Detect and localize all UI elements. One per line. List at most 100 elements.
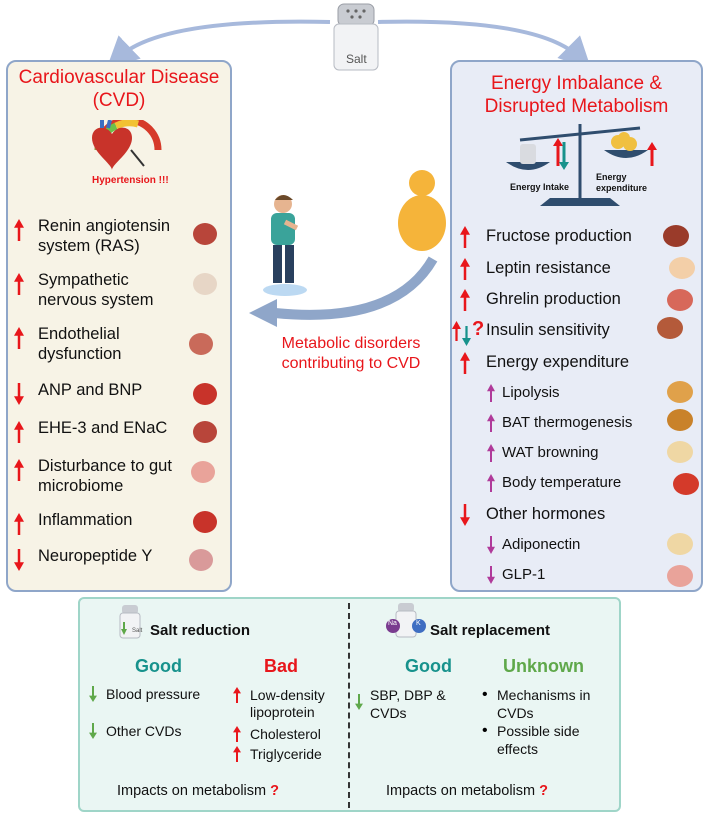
energy-intake-label: Energy Intake xyxy=(510,182,570,192)
small-salt-label-1: Salt xyxy=(132,628,143,634)
cvd-increase-arrow-icon xyxy=(14,327,24,354)
kidney-icon xyxy=(190,220,220,253)
heart-icon xyxy=(190,508,220,541)
bad-increase-arrow-icon xyxy=(233,726,241,747)
obese-person-icon xyxy=(395,168,450,258)
replacement-good-item: SBP, DBP & xyxy=(370,687,446,703)
metabolic-to-cvd-arrow xyxy=(249,256,438,327)
hormone-label: GLP-1 xyxy=(502,566,546,583)
energy-sub-label: Lipolysis xyxy=(502,384,560,401)
bullet-icon: • xyxy=(482,722,488,739)
metabolism-increase-arrow-icon xyxy=(460,289,470,316)
replacement-good-item: CVDs xyxy=(370,705,407,721)
adipose-icon xyxy=(664,530,696,563)
insulin-down-arrow-icon xyxy=(462,326,471,351)
k-label: K xyxy=(416,620,421,627)
arrow-to-cvd xyxy=(106,19,331,70)
question-mark-icon: ? xyxy=(472,318,485,340)
reduction-good-item: Other CVDs xyxy=(106,723,182,739)
metabolism-increase-arrow-icon xyxy=(460,258,470,285)
energy-sub-label: WAT browning xyxy=(502,444,599,461)
replacement-decrease-arrow-icon xyxy=(355,694,363,715)
metabolic-caption: Metabolic disorders contributing to CVD xyxy=(281,335,421,372)
salt-replacement-title: Salt replacement xyxy=(430,622,551,639)
impacts-right: Impacts on metabolism ? xyxy=(386,783,548,799)
insulin-up-arrow-icon xyxy=(452,321,461,346)
salt-replacement-shaker-icon xyxy=(384,602,428,645)
spinal-cord-icon xyxy=(190,270,220,303)
energy-expenditure-label: Energy expenditure xyxy=(596,172,648,193)
brown-fat-icon xyxy=(664,406,696,439)
cvd-factor-label: Neuropeptide Y xyxy=(38,547,153,565)
intestine-icon xyxy=(188,458,218,491)
liver-thermometer-icon xyxy=(660,222,692,255)
other-hormones-label: Other hormones xyxy=(486,505,606,523)
bad-increase-arrow-icon xyxy=(233,687,241,708)
cvd-factor-label: Inflammation xyxy=(38,511,133,529)
energy-sub-label: Body temperature xyxy=(502,474,622,491)
replacement-unknown-item: Mechanisms in xyxy=(497,687,591,703)
metabolism-factor-label: Ghrelin production xyxy=(486,290,621,308)
reduction-good-heading: Good xyxy=(135,656,182,676)
metabolism-factor-label: Insulin sensitivity xyxy=(486,321,610,339)
metabolism-increase-arrow-icon xyxy=(460,226,470,253)
replacement-unknown-item: Possible side xyxy=(497,723,580,739)
salt-shaker-icon: Salt xyxy=(330,2,382,72)
cvd-increase-arrow-icon xyxy=(14,219,24,246)
heart-gauge-icon xyxy=(76,116,166,182)
liver-adipocyte-icon xyxy=(654,314,686,347)
cvd-factor-label: EHE-3 and ENaC xyxy=(38,419,168,437)
reduction-bad-item: Cholesterol xyxy=(250,726,321,742)
reduction-bad-item: Triglyceride xyxy=(250,746,322,762)
energy-sub-increase-arrow-icon xyxy=(487,414,495,437)
reduction-good-item: Blood pressure xyxy=(106,686,201,702)
cvd-factor-label: ANP and BNP xyxy=(38,381,143,399)
metabolism-increase-arrow-icon xyxy=(460,352,470,379)
metabolism-factor-label: Energy expenditure xyxy=(486,353,630,371)
stomach-icon xyxy=(664,286,696,319)
blood-vessel-icon xyxy=(186,330,216,363)
cvd-decrease-arrow-icon xyxy=(14,549,24,576)
salt-reduction-shaker-icon xyxy=(118,604,142,645)
replacement-unknown-item: CVDs xyxy=(497,705,534,721)
other-hormones-decrease-arrow-icon xyxy=(460,504,470,531)
metabolism-factor-label: Leptin resistance xyxy=(486,259,611,277)
obese-body-icon xyxy=(666,254,698,287)
balance-scale-icon xyxy=(500,118,660,210)
intestine-icon xyxy=(664,562,696,595)
white-fat-icon xyxy=(664,438,696,471)
kidney-icon xyxy=(190,418,220,451)
cvd-title: Cardiovascular Disease (CVD) xyxy=(18,67,220,111)
energy-sub-label: BAT thermogenesis xyxy=(502,414,633,431)
na-label: Na xyxy=(388,620,397,627)
hormone-decrease-arrow-icon xyxy=(487,536,495,559)
bullet-icon: • xyxy=(482,686,488,703)
thermometer-icon xyxy=(670,470,702,503)
hormone-label: Adiponectin xyxy=(502,536,581,553)
cvd-increase-arrow-icon xyxy=(14,459,24,486)
hypertension-label: Hypertension !!! xyxy=(92,175,169,186)
arrow-to-metabolism xyxy=(377,19,592,70)
energy-sub-increase-arrow-icon xyxy=(487,474,495,497)
metabolism-title: Energy Imbalance & Disrupted Metabolism xyxy=(484,73,669,117)
reduction-bad-item: Low-density xyxy=(250,687,325,703)
brain-icon xyxy=(186,546,216,579)
reduction-bad-heading: Bad xyxy=(264,656,299,676)
replacement-good-heading: Good xyxy=(405,656,452,676)
hormone-decrease-arrow-icon xyxy=(487,566,495,589)
top-arrows xyxy=(106,19,592,70)
panel-divider xyxy=(348,603,350,808)
reduction-decrease-arrow-icon xyxy=(89,686,97,707)
reduction-decrease-arrow-icon xyxy=(89,723,97,744)
person-chest-pain-icon xyxy=(255,190,315,300)
energy-sub-increase-arrow-icon xyxy=(487,444,495,467)
bad-increase-arrow-icon xyxy=(233,746,241,767)
replacement-unknown-item: effects xyxy=(497,741,538,757)
salt-reduction-title: Salt reduction xyxy=(150,622,251,639)
metabolism-factor-label: Fructose production xyxy=(486,227,632,245)
replacement-unknown-heading: Unknown xyxy=(503,656,584,676)
cvd-increase-arrow-icon xyxy=(14,421,24,448)
